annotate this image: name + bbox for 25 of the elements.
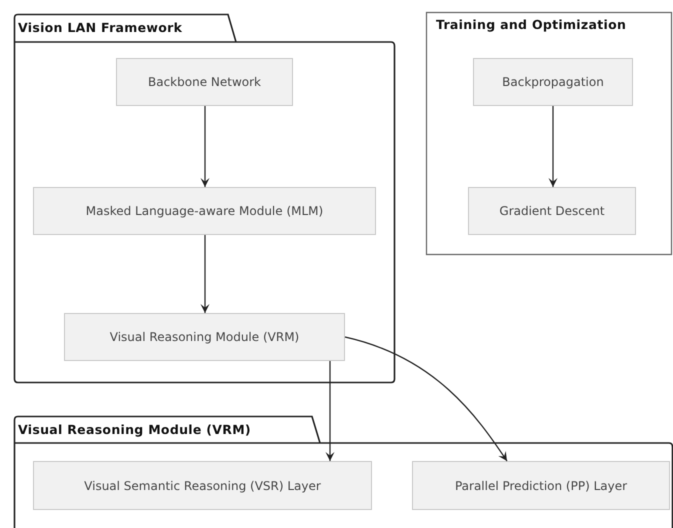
arrow [200,235,210,313]
box-label: Gradient Descent [499,204,605,218]
box-label: Parallel Prediction (PP) Layer [454,478,628,492]
arrow [200,106,210,187]
process-box [33,187,376,235]
package-frame [14,14,395,383]
box-label: Masked Language-aware Module (MLM) [86,204,324,218]
arrow [344,336,508,462]
group-title: Training and Optimization [436,17,626,32]
group-title: Vision LAN Framework [18,20,182,35]
process-box [412,461,670,510]
process-box [473,58,633,106]
group-frame [426,12,672,255]
arrow [548,106,558,187]
process-box [64,313,345,361]
box-label: Visual Semantic Reasoning (VSR) Layer [84,478,321,492]
package-frame [14,416,673,528]
process-box [468,187,636,235]
box-label: Backbone Network [148,75,261,89]
box-label: Visual Reasoning Module (VRM) [110,330,300,344]
group-title: Visual Reasoning Module (VRM) [18,422,251,436]
arrow [326,361,334,461]
process-box [33,461,372,510]
box-label: Backpropagation [502,75,604,89]
process-box [116,58,293,106]
